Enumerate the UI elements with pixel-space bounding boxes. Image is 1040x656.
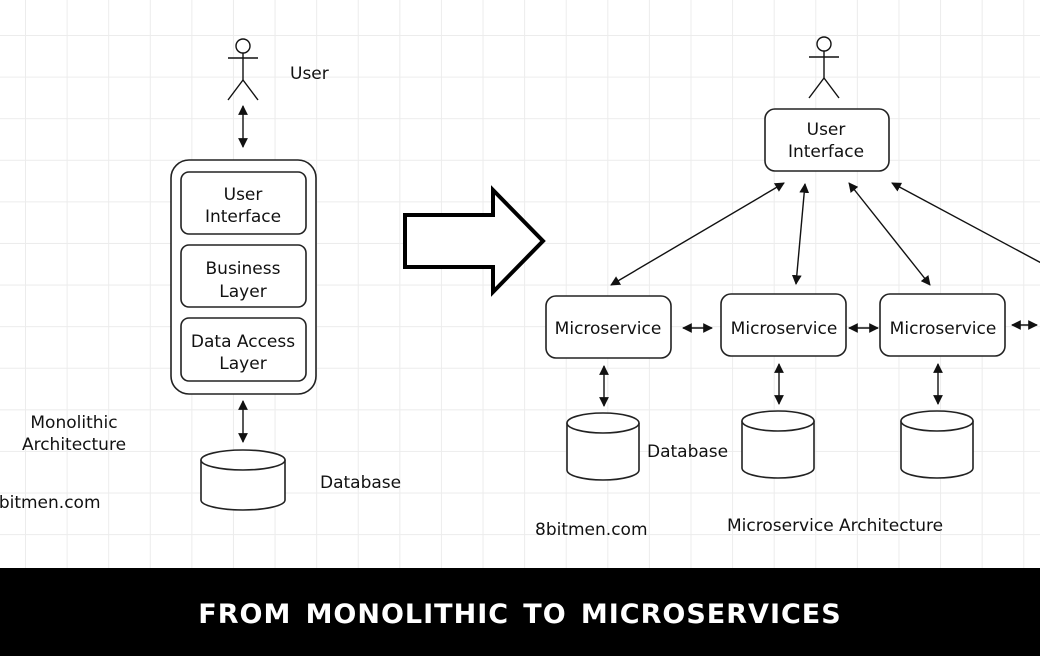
micro-user-interface-box: User Interface — [764, 108, 890, 172]
ui-to-offscreen-service-arrow — [891, 182, 1040, 264]
ui-to-service-3-arrow — [848, 182, 931, 286]
monolith-user-actor-icon — [227, 38, 259, 101]
micro-user-actor-icon — [808, 36, 840, 99]
transition-arrow-icon — [403, 185, 546, 297]
ui-to-service-2-arrow — [791, 183, 810, 285]
diagram-svg: User User Interface Business Layer Data … — [0, 36, 1040, 540]
monolith-database-label: Database — [320, 473, 401, 493]
micro-caption: Microservice Architecture — [727, 516, 943, 536]
service-3-database-icon — [900, 410, 974, 479]
layer-business: Business Layer — [180, 244, 307, 308]
monolith-watermark: 8bitmen.com — [0, 493, 101, 513]
svg-text:Microservice: Microservice — [555, 319, 662, 339]
diagram-canvas: User User Interface Business Layer Data … — [0, 0, 1040, 568]
svg-text:Interface: Interface — [205, 207, 281, 227]
microservice-3-box: Microservice — [879, 293, 1006, 357]
svg-text:Layer: Layer — [219, 282, 266, 302]
monolith-caption-line1: Monolithic — [30, 413, 117, 433]
svg-text:Microservice: Microservice — [890, 319, 997, 339]
layer-data-access: Data Access Layer — [180, 317, 307, 382]
micro-database-label: Database — [647, 442, 728, 462]
svg-text:Interface: Interface — [788, 142, 864, 162]
microservice-2-box: Microservice — [720, 293, 847, 357]
svg-text:User: User — [807, 120, 846, 140]
monolith-caption-line2: Architecture — [22, 435, 126, 455]
svg-text:Business: Business — [206, 259, 281, 279]
monolith-database-icon — [200, 449, 286, 511]
svg-text:Data Access: Data Access — [191, 332, 295, 352]
title-banner: From monolithic to microservices — [0, 568, 1040, 656]
microservice-1-box: Microservice — [545, 295, 672, 359]
layer-user-interface: User Interface — [180, 171, 307, 235]
ui-to-service-1-arrow — [610, 182, 785, 286]
monolith-user-label: User — [290, 64, 329, 84]
micro-watermark: 8bitmen.com — [535, 520, 648, 540]
service-1-database-icon — [566, 412, 640, 481]
svg-text:Layer: Layer — [219, 354, 266, 374]
svg-text:User: User — [224, 185, 263, 205]
banner-title: From monolithic to microservices — [198, 588, 842, 632]
service-2-database-icon — [741, 410, 815, 479]
svg-text:Microservice: Microservice — [731, 319, 838, 339]
